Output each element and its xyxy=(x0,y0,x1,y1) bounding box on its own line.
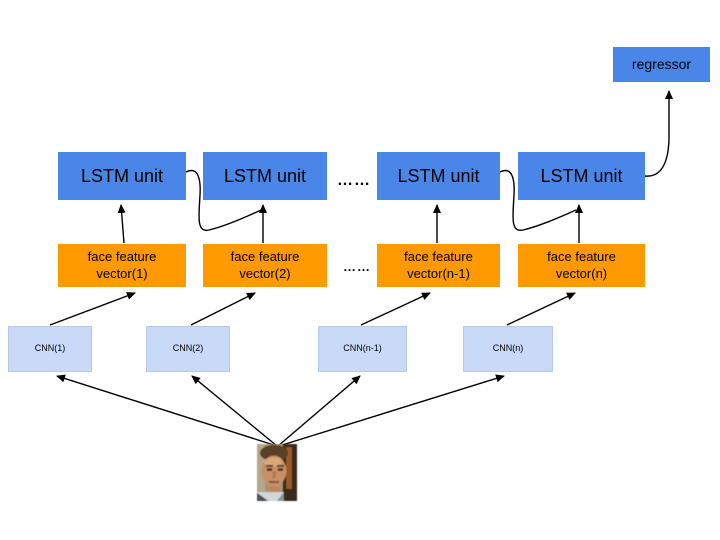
lstm-unit-1-label: LSTM unit xyxy=(80,165,164,186)
face-feature-vector-4-label: face feature vector(n) xyxy=(547,249,616,281)
arrow-face-to-cnn-4 xyxy=(278,374,505,447)
face-feature-vector-2-label: face feature vector(2) xyxy=(230,249,300,281)
feature-row-ellipsis: …… xyxy=(343,259,371,274)
lstm-unit-4-label: LSTM unit xyxy=(540,165,623,186)
face-feature-vector-3-box: face feature vector(n-1) xyxy=(377,244,500,287)
input-face-photo xyxy=(257,444,297,501)
arrow-cnn-4-to-feature-4 xyxy=(506,292,576,326)
lstm-unit-1-box: LSTM unit xyxy=(58,152,186,200)
face-feature-vector-1-label: face feature vector(1) xyxy=(87,249,157,281)
arrow-face-to-cnn-3 xyxy=(277,375,361,447)
lstm-unit-4-box: LSTM unit xyxy=(518,152,645,200)
cnn-4-box: CNN(n) xyxy=(463,326,553,372)
arrow-lstm-4-to-regressor xyxy=(644,90,673,177)
cnn-3-box: CNN(n-1) xyxy=(318,326,407,372)
cnn-2-box: CNN(2) xyxy=(146,326,230,372)
regressor-label: regressor xyxy=(631,55,692,72)
connector-lstm-1-to-lstm-2 xyxy=(185,169,262,231)
lstm-unit-2-box: LSTM unit xyxy=(203,152,327,200)
arrow-face-to-cnn-2 xyxy=(191,375,278,447)
arrow-face-to-cnn-1 xyxy=(56,374,278,447)
face-feature-vector-2-box: face feature vector(2) xyxy=(203,244,327,287)
cnn-3-label: CNN(n-1) xyxy=(343,343,382,354)
cnn-2-label: CNN(2) xyxy=(172,343,204,354)
cnn-4-label: CNN(n) xyxy=(492,343,524,354)
arrow-cnn-1-to-feature-1 xyxy=(49,292,136,326)
face-feature-vector-1-box: face feature vector(1) xyxy=(58,244,186,287)
face-feature-vector-4-box: face feature vector(n) xyxy=(518,244,645,287)
lstm-unit-2-label: LSTM unit xyxy=(223,165,307,186)
connector-lstm-3-to-lstm-4 xyxy=(499,169,577,231)
arrow-feature-1-to-lstm-1 xyxy=(117,204,126,244)
regressor-box: regressor xyxy=(613,47,710,82)
cnn-1-label: CNN(1) xyxy=(34,343,66,354)
cnn-1-box: CNN(1) xyxy=(8,326,92,372)
arrow-cnn-3-to-feature-3 xyxy=(360,292,431,326)
arrow-cnn-2-to-feature-2 xyxy=(190,292,256,326)
lstm-row-ellipsis: …… xyxy=(337,172,371,189)
lstm-unit-3-box: LSTM unit xyxy=(377,152,500,200)
face-feature-vector-3-label: face feature vector(n-1) xyxy=(404,249,473,281)
lstm-unit-3-label: LSTM unit xyxy=(397,165,480,186)
